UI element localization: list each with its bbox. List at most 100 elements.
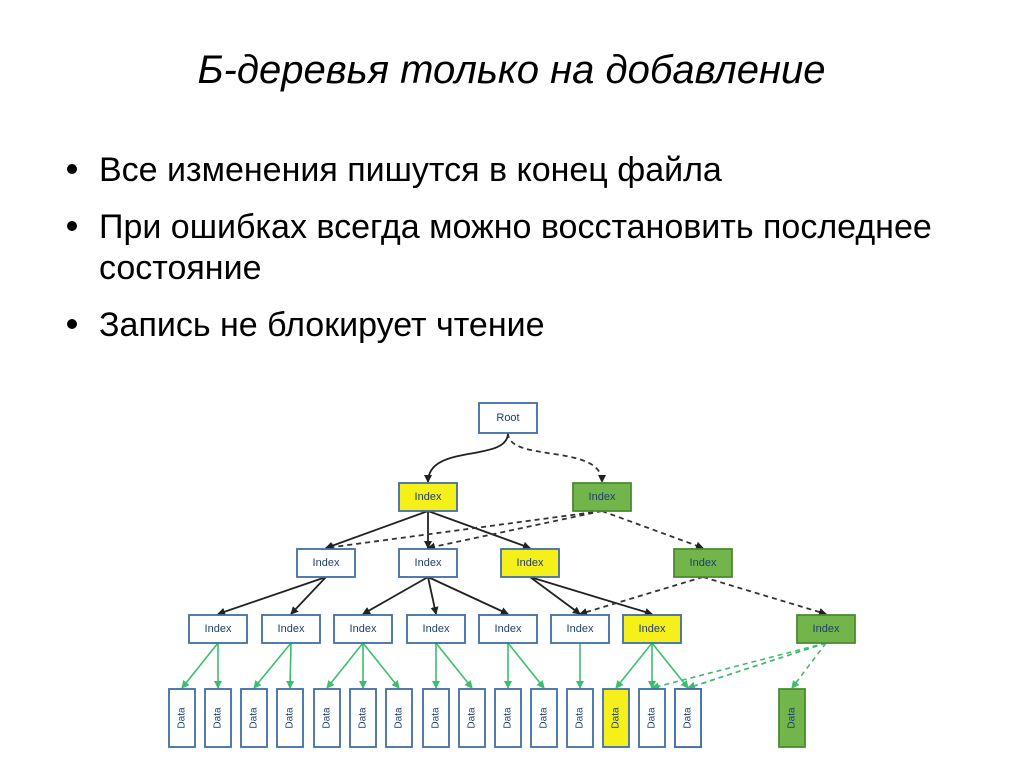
node-l3h: Index <box>796 614 856 644</box>
node-l3g: Index <box>622 614 682 644</box>
edge-l2c-l3f <box>529 576 581 615</box>
node-label: Index <box>278 623 305 635</box>
node-l2a: Index <box>296 548 356 578</box>
node-label: Root <box>496 412 519 424</box>
slide-title: Б-деревья только на добавление <box>197 48 826 92</box>
node-box <box>406 614 466 644</box>
node-box <box>188 614 248 644</box>
node-label: Index <box>205 623 232 635</box>
node-label: Index <box>423 623 450 635</box>
node-box <box>478 614 538 644</box>
edge-l2d-l3h <box>702 576 827 616</box>
node-label: Index <box>813 623 840 635</box>
edge-l3h-d17 <box>791 642 827 689</box>
edge-root-ib <box>507 432 606 483</box>
edge-ia-l2c <box>427 510 531 550</box>
node-root: Root <box>478 402 538 434</box>
node-d5: Data <box>313 688 341 748</box>
bullet-dot-icon <box>67 221 77 231</box>
node-box <box>530 688 558 748</box>
node-d9: Data <box>458 688 486 748</box>
diagram-edges <box>181 432 827 691</box>
edge-l2a-l3a <box>217 576 327 616</box>
edge-l3g-d14 <box>615 642 653 689</box>
node-label: Data <box>467 707 478 729</box>
node-label: Index <box>313 557 340 569</box>
bullet-dot-icon <box>67 319 77 329</box>
node-d14: Data <box>602 688 630 748</box>
node-l3f: Index <box>550 614 610 644</box>
edge-l2b-l3e <box>427 576 509 615</box>
node-box <box>313 688 341 748</box>
edge-l2b-l3c <box>362 576 429 615</box>
edge-l3h-d13 <box>651 642 827 691</box>
node-label: Data <box>285 707 296 729</box>
edge-l3b-d3 <box>253 642 292 689</box>
node-box <box>349 688 377 748</box>
edge-ib-l2b <box>427 510 603 551</box>
node-box <box>500 548 560 578</box>
node-label: Index <box>495 623 522 635</box>
node-label: Data <box>213 707 224 729</box>
bullet-item: Все изменения пишутся в конец файла <box>64 150 964 191</box>
node-d12: Data <box>566 688 594 748</box>
edge-l3g-d15 <box>651 642 689 689</box>
node-box <box>572 482 632 512</box>
node-d11: Data <box>530 688 558 748</box>
node-l2d: Index <box>673 548 733 578</box>
node-label: Data <box>431 707 442 729</box>
node-label: Data <box>787 707 798 729</box>
node-label: Index <box>567 623 594 635</box>
edge-l3c-d7 <box>362 642 400 689</box>
node-label: Data <box>177 707 188 729</box>
node-d4: Data <box>276 688 304 748</box>
edge-l3h-d16 <box>687 642 827 690</box>
node-label: Data <box>539 707 550 729</box>
node-box <box>385 688 413 748</box>
bullet-list: Все изменения пишутся в конец файла При … <box>64 150 964 362</box>
node-ib: Index <box>572 482 632 512</box>
node-d10: Data <box>494 688 522 748</box>
node-box <box>478 402 538 434</box>
edge-l3d-d9 <box>435 642 473 689</box>
node-l3d: Index <box>406 614 466 644</box>
node-l3b: Index <box>261 614 321 644</box>
node-l2b: Index <box>398 548 458 578</box>
node-d13: Data <box>638 688 666 748</box>
node-box <box>261 614 321 644</box>
node-d16: Data <box>674 688 702 748</box>
edge-ib-l2a <box>325 510 603 552</box>
node-label: Index <box>639 623 666 635</box>
node-box <box>673 548 733 578</box>
edge-ia-l2a <box>325 510 429 550</box>
edge-l2c-l3g <box>529 576 653 616</box>
node-box <box>638 688 666 748</box>
node-box <box>622 614 682 644</box>
node-l2c: Index <box>500 548 560 578</box>
node-box <box>168 688 196 748</box>
node-d8: Data <box>422 688 450 748</box>
node-box <box>796 614 856 644</box>
node-box <box>602 688 630 748</box>
bullet-item: Запись не блокирует чтение <box>64 305 964 346</box>
node-label: Data <box>503 707 514 729</box>
node-box <box>674 688 702 748</box>
edge-root-ia <box>424 432 509 483</box>
node-label: Data <box>611 707 622 729</box>
node-label: Index <box>589 491 616 503</box>
node-label: Data <box>394 707 405 729</box>
node-label: Data <box>575 707 586 729</box>
node-label: Index <box>690 557 717 569</box>
edge-l2b-l3d <box>427 576 439 615</box>
node-box <box>276 688 304 748</box>
node-label: Index <box>517 557 544 569</box>
node-box <box>240 688 268 748</box>
node-d17: Data <box>778 688 806 748</box>
bullet-text: Все изменения пишутся в конец файла <box>99 151 722 189</box>
node-box <box>458 688 486 748</box>
edge-l3c-d5 <box>326 642 364 689</box>
node-d6: Data <box>349 688 377 748</box>
node-box <box>333 614 393 644</box>
